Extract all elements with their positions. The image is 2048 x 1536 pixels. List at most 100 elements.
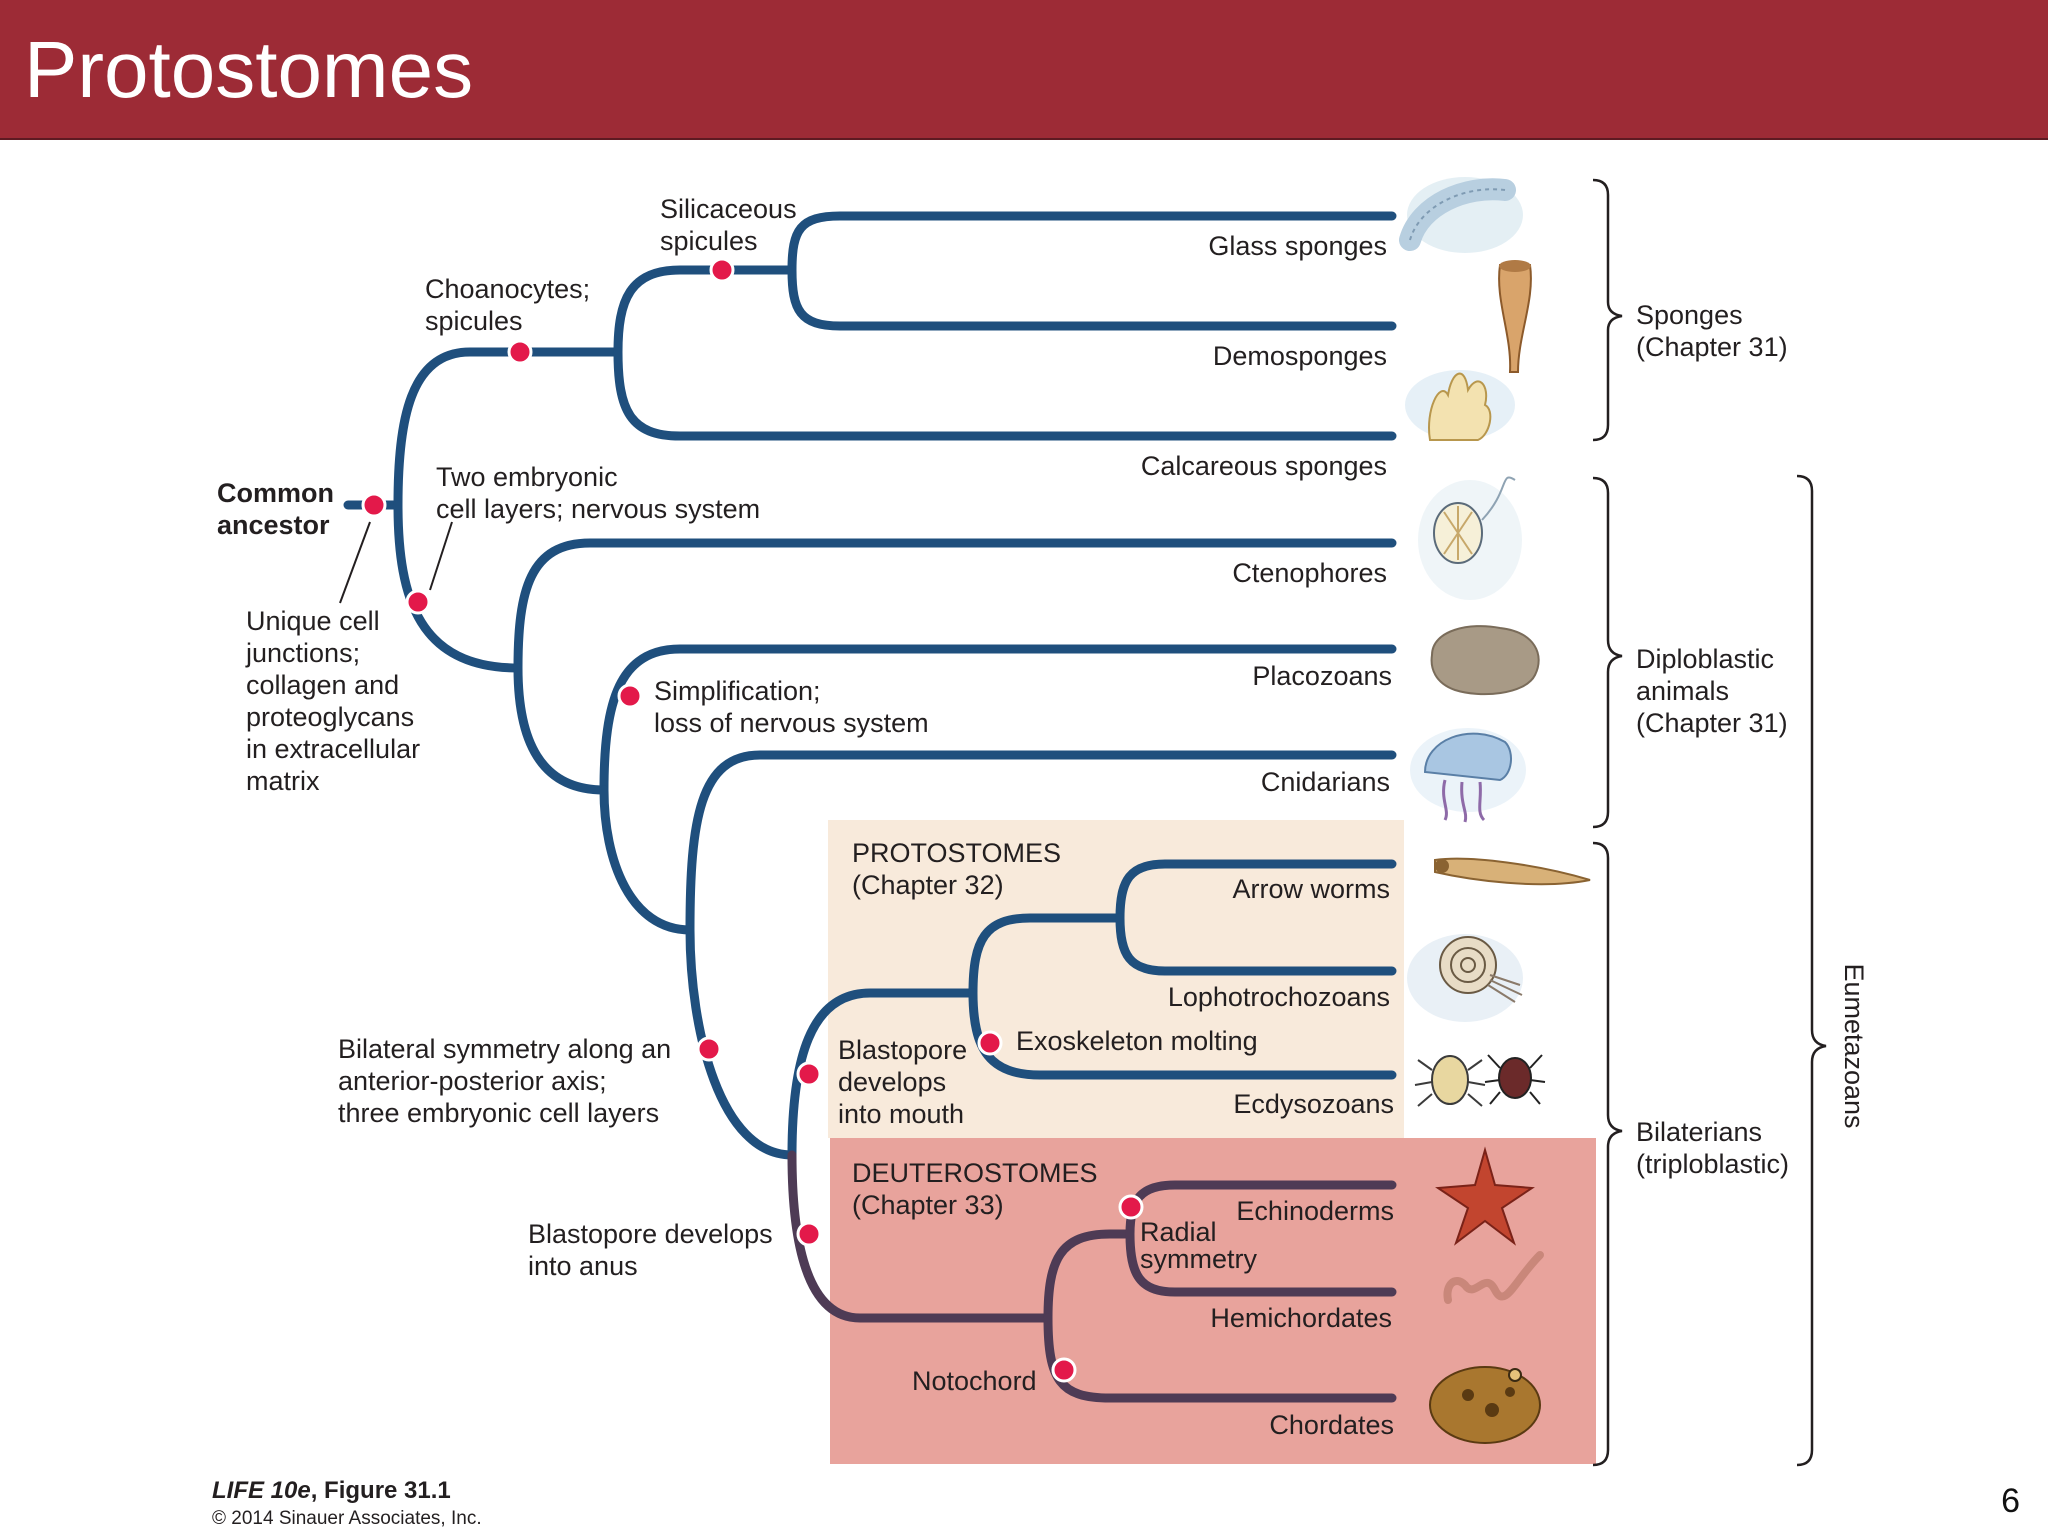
demosponge-icon bbox=[1498, 260, 1532, 373]
protostomes-label-2: (Chapter 32) bbox=[852, 870, 1004, 900]
taxon-glass-sponges: Glass sponges bbox=[1208, 231, 1387, 261]
branch-calcareous bbox=[613, 347, 1397, 441]
unique-cell-label-6: matrix bbox=[246, 766, 320, 796]
slide-title: Protostomes bbox=[24, 25, 474, 114]
arrow-worm-icon bbox=[1434, 857, 1591, 886]
radial-label-2: symmetry bbox=[1140, 1244, 1257, 1274]
blastopore-mouth-label-1: Blastopore bbox=[838, 1035, 967, 1065]
taxon-placozoans: Placozoans bbox=[1252, 661, 1392, 691]
leader-unique-cell bbox=[339, 521, 371, 604]
choanocytes-label-2: spicules bbox=[425, 306, 523, 336]
silicaceous-label-2: spicules bbox=[660, 226, 758, 256]
copyright-notice: © 2014 Sinauer Associates, Inc. bbox=[212, 1508, 482, 1529]
title-bar: Protostomes bbox=[0, 0, 2048, 140]
protostomes-label-1: PROTOSTOMES bbox=[852, 838, 1061, 868]
branch-silicaceous bbox=[613, 265, 797, 357]
simplification-label-1: Simplification; bbox=[654, 676, 821, 706]
trait-dot-two-layers bbox=[405, 589, 431, 615]
branch-glass-sponges bbox=[787, 211, 1397, 275]
tree-branches bbox=[343, 211, 1397, 1403]
ctenophore-icon bbox=[1418, 476, 1522, 600]
taxon-chordates: Chordates bbox=[1269, 1410, 1394, 1440]
trait-dot-blastopore-mouth bbox=[796, 1061, 822, 1087]
blastopore-mouth-label-2: develops bbox=[838, 1067, 946, 1097]
starfish-icon bbox=[1435, 1146, 1535, 1246]
brace-diploblastic bbox=[1592, 476, 1623, 829]
branch-parahoxozoa-stem bbox=[513, 663, 609, 795]
trait-dot-bilateral bbox=[696, 1036, 722, 1062]
caption-book: LIFE 10e bbox=[212, 1477, 311, 1504]
beetle-spider-icon bbox=[1414, 1054, 1546, 1107]
branch-demosponges bbox=[787, 265, 1397, 331]
trait-dot-common-ancestor bbox=[361, 492, 387, 518]
calcareous-sponge-icon bbox=[1405, 370, 1515, 441]
branch-spiralia-stem bbox=[968, 913, 1125, 998]
branch-ambulacraria-stem bbox=[1043, 1229, 1135, 1323]
taxon-lophotrochozoans: Lophotrochozoans bbox=[1168, 982, 1390, 1012]
deuterostomes-label-2: (Chapter 33) bbox=[852, 1190, 1004, 1220]
brace-sponges bbox=[1592, 178, 1623, 442]
glass-sponge-icon bbox=[1399, 177, 1523, 253]
common-ancestor-label-1: Common bbox=[217, 478, 334, 508]
figure-caption: LIFE 10e, Figure 31.1 bbox=[212, 1477, 451, 1504]
unique-cell-label-4: proteoglycans bbox=[246, 702, 414, 732]
placozoan-icon bbox=[1430, 625, 1540, 696]
eumetazoans-label: Eumetazoans bbox=[1839, 963, 1869, 1128]
branch-chordates bbox=[1043, 1313, 1397, 1403]
trait-dot-silicaceous bbox=[709, 257, 735, 283]
branch-bilateria-stem bbox=[685, 925, 797, 1160]
bilaterians-label-2: (triploblastic) bbox=[1636, 1149, 1789, 1179]
radial-label-1: Radial bbox=[1140, 1217, 1217, 1247]
branch-arrow-worms bbox=[1115, 859, 1397, 923]
branch-deuterostomes-stem bbox=[787, 1150, 1053, 1323]
branch-placozoans bbox=[599, 644, 1397, 795]
two-layers-label-2: cell layers; nervous system bbox=[436, 494, 760, 524]
taxon-cnidarians: Cnidarians bbox=[1261, 767, 1390, 797]
notochord-label: Notochord bbox=[912, 1366, 1037, 1396]
trait-dot-notochord bbox=[1051, 1357, 1077, 1383]
brace-bilaterians bbox=[1592, 841, 1623, 1467]
sponges-label-2: (Chapter 31) bbox=[1636, 332, 1788, 362]
trait-dot-radial bbox=[1118, 1194, 1144, 1220]
two-layers-label-1: Two embryonic bbox=[436, 462, 618, 492]
unique-cell-label-5: in extracellular bbox=[246, 734, 420, 764]
branch-sponges-stem bbox=[393, 347, 623, 510]
choanocytes-label-1: Choanocytes; bbox=[425, 274, 590, 304]
simplification-label-2: loss of nervous system bbox=[654, 708, 929, 738]
taxon-echinoderms: Echinoderms bbox=[1236, 1196, 1394, 1226]
bilaterians-label-1: Bilaterians bbox=[1636, 1117, 1762, 1147]
organism-illustrations bbox=[1399, 177, 1591, 1444]
trait-dot-choanocytes bbox=[507, 339, 533, 365]
taxon-demosponges: Demosponges bbox=[1213, 341, 1387, 371]
nautilus-icon bbox=[1407, 934, 1523, 1022]
protostomes-box bbox=[828, 820, 1404, 1138]
blastopore-mouth-label-3: into mouth bbox=[838, 1099, 964, 1129]
acorn-worm-icon bbox=[1443, 1251, 1544, 1304]
trait-dot-blastopore-anus bbox=[796, 1221, 822, 1247]
branch-cnidaria-bilateria-stem bbox=[599, 785, 695, 935]
trait-markers bbox=[361, 257, 1144, 1383]
trait-dot-exoskeleton bbox=[977, 1030, 1003, 1056]
brace-eumetazoans bbox=[1796, 474, 1827, 1467]
diploblastic-label-1: Diploblastic bbox=[1636, 644, 1774, 674]
page-number: 6 bbox=[2001, 1482, 2020, 1520]
blastopore-anus-label-1: Blastopore develops bbox=[528, 1219, 773, 1249]
sponges-label-1: Sponges bbox=[1636, 300, 1743, 330]
deuterostomes-label-1: DEUTEROSTOMES bbox=[852, 1158, 1098, 1188]
branch-ecdysozoans bbox=[968, 988, 1397, 1080]
frog-icon bbox=[1429, 1366, 1541, 1444]
taxon-ecdysozoans: Ecdysozoans bbox=[1233, 1089, 1394, 1119]
silicaceous-label-1: Silicaceous bbox=[660, 194, 797, 224]
branch-lophotrochozoans bbox=[1115, 913, 1397, 976]
taxon-arrow-worms: Arrow worms bbox=[1232, 874, 1390, 904]
common-ancestor-label-2: ancestor bbox=[217, 510, 330, 540]
unique-cell-label-2: junctions; bbox=[245, 638, 360, 668]
branch-hemichordates bbox=[1125, 1229, 1397, 1297]
bilateral-label-2: anterior-posterior axis; bbox=[338, 1066, 607, 1096]
branch-eumetazoa-stem bbox=[393, 500, 523, 673]
trait-labels: Common ancestor Choanocytes; spicules Si… bbox=[217, 194, 1258, 1396]
taxon-hemichordates: Hemichordates bbox=[1210, 1303, 1392, 1333]
branch-echinoderms bbox=[1125, 1180, 1397, 1239]
branch-cnidarians bbox=[685, 750, 1397, 935]
